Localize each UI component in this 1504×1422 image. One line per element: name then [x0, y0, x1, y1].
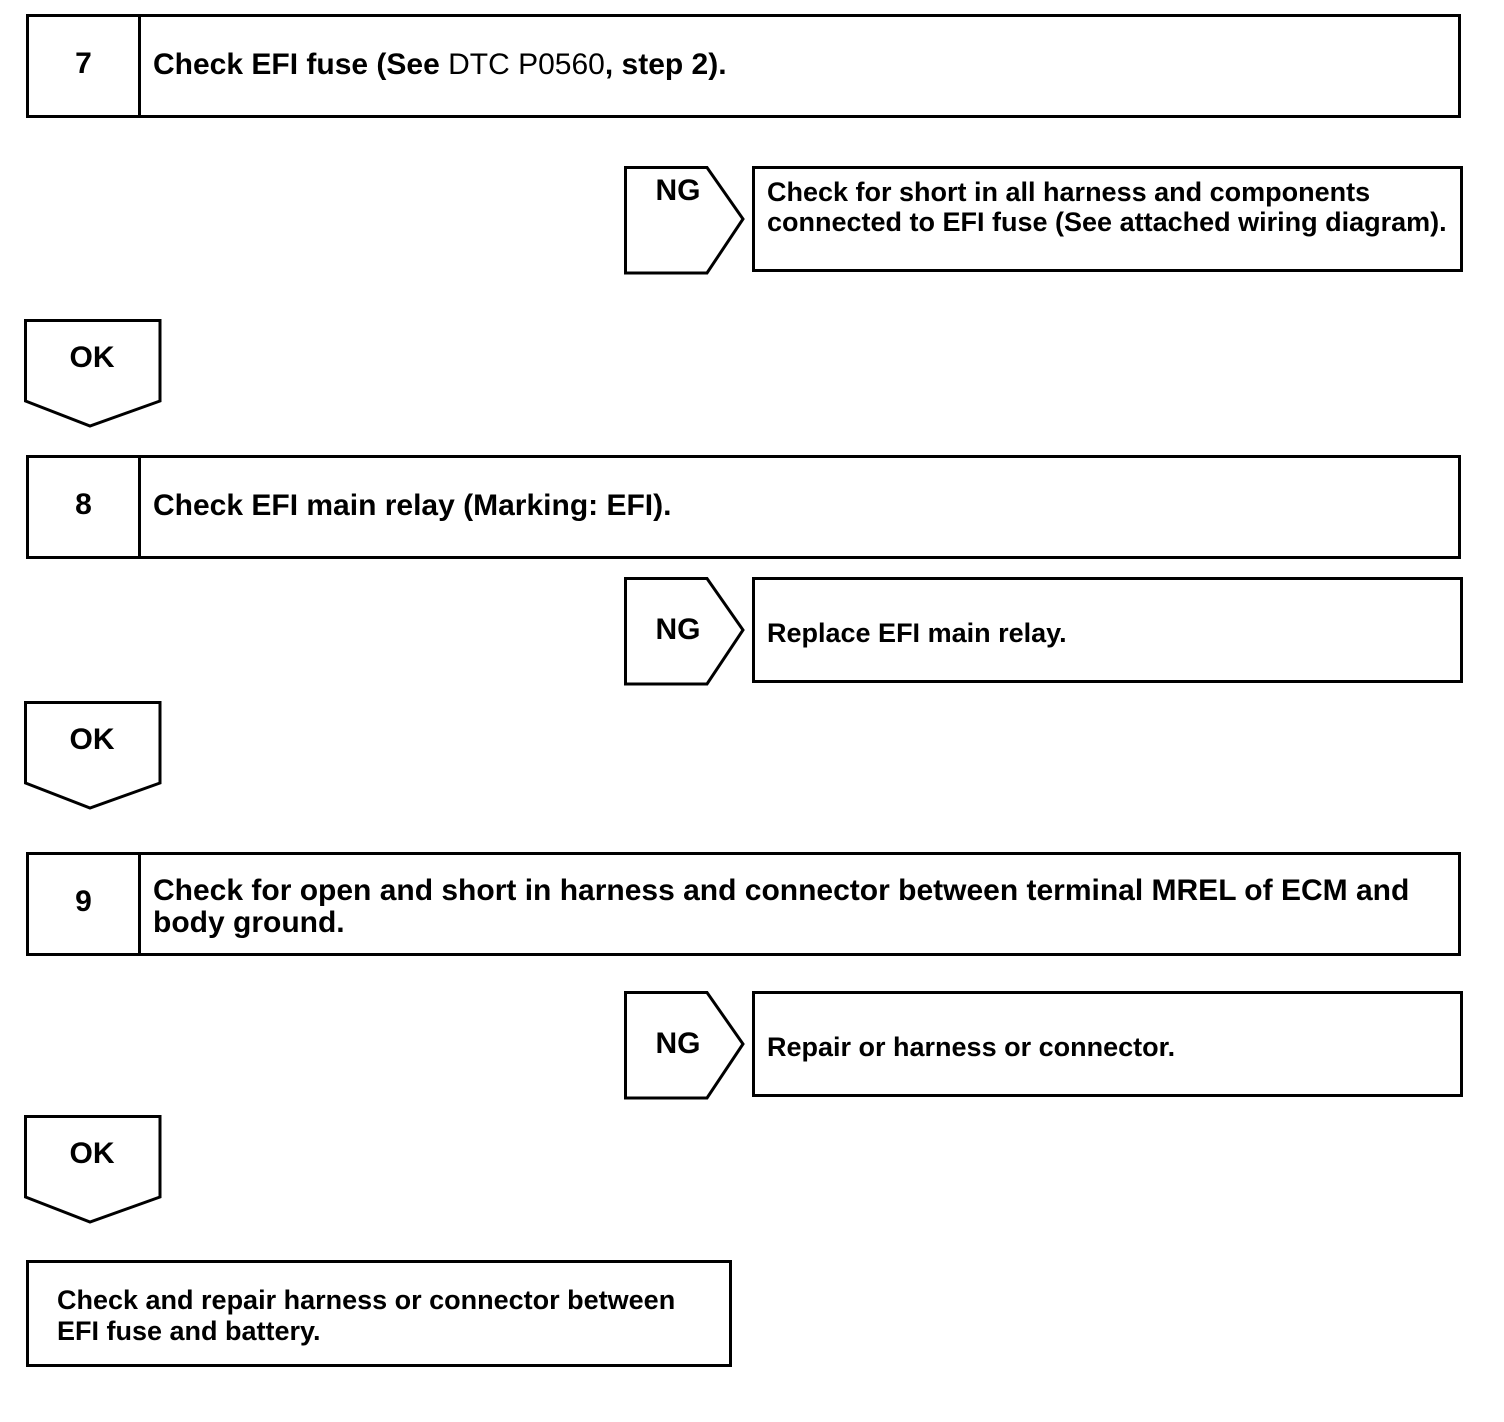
- step-8-ng-label: NG: [655, 613, 701, 646]
- step-8-ng-action: Replace EFI main relay.: [752, 577, 1463, 683]
- ng-arrow-shape: [624, 991, 745, 1100]
- step-9-ng-action: Repair or harness or connector.: [752, 991, 1463, 1097]
- step-7-text: Check EFI fuse (See DTC P0560, step 2).: [141, 17, 1458, 115]
- step-8-text: Check EFI main relay (Marking: EFI).: [153, 489, 672, 522]
- step-8-ng-arrow: NG: [624, 577, 748, 687]
- step-7-ng-label: NG: [655, 174, 701, 207]
- ng-arrow-shape: [624, 166, 745, 275]
- step-9-ng-arrow: NG: [624, 991, 748, 1101]
- step-7-ok-arrow: OK: [24, 319, 164, 429]
- step-8-box: 8 Check EFI main relay (Marking: EFI).: [26, 455, 1461, 559]
- step-9-number: 9: [29, 855, 141, 953]
- step-9-ng-label: NG: [655, 1027, 701, 1060]
- step-7-number: 7: [29, 17, 141, 115]
- ok-arrow-shape: [24, 319, 162, 428]
- step-9-ok-label: OK: [69, 1137, 115, 1170]
- ok-arrow-shape: [24, 1115, 162, 1224]
- ok-arrow-shape: [24, 701, 162, 810]
- step-7-ng-arrow: NG: [624, 166, 748, 276]
- step-7-dtc: DTC P0560: [448, 48, 605, 81]
- step-7-box: 7 Check EFI fuse (See DTC P0560, step 2)…: [26, 14, 1461, 118]
- step-8-ok-arrow: OK: [24, 701, 164, 811]
- step-9-box: 9 Check for open and short in harness an…: [26, 852, 1461, 956]
- step-9-ok-arrow: OK: [24, 1115, 164, 1225]
- step-7-text-after: , step 2).: [604, 48, 727, 81]
- step-8-number: 8: [29, 458, 141, 556]
- step-7-ok-label: OK: [69, 341, 115, 374]
- step-8-ok-label: OK: [69, 723, 115, 756]
- step-7-ng-action: Check for short in all harness and compo…: [752, 166, 1463, 272]
- ng-arrow-shape: [624, 577, 745, 686]
- step-9-text: Check for open and short in harness and …: [153, 874, 1410, 939]
- final-action-box: Check and repair harness or connector be…: [26, 1260, 732, 1367]
- step-7-text-before: Check EFI fuse (See: [153, 48, 449, 81]
